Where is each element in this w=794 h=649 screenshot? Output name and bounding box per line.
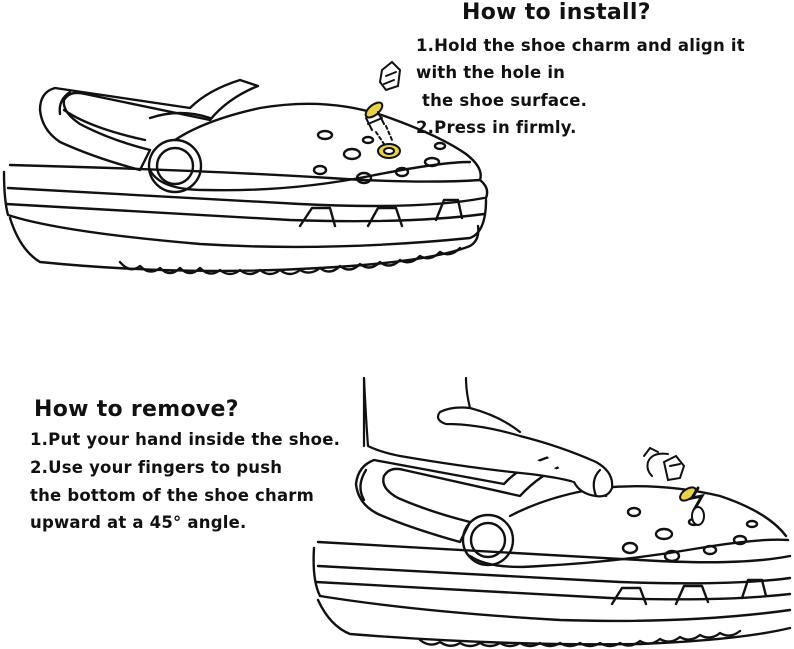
install-step1-line2: with the hole in [416, 63, 566, 82]
install-title: How to install? [462, 0, 651, 25]
remove-step2-line2: the bottom of the shoe charm [30, 486, 315, 505]
remove-step2-line3: upward at a 45° angle. [30, 513, 247, 532]
install-step1-line1: 1.Hold the shoe charm and align it [416, 36, 745, 55]
remove-step1: 1.Put your hand inside the shoe. [30, 430, 341, 449]
install-step2: 2.Press in firmly. [416, 118, 577, 137]
install-step1-line3: the shoe surface. [422, 91, 588, 110]
remove-step2-line1: 2.Use your fingers to push [30, 458, 283, 477]
remove-title: How to remove? [34, 397, 239, 422]
